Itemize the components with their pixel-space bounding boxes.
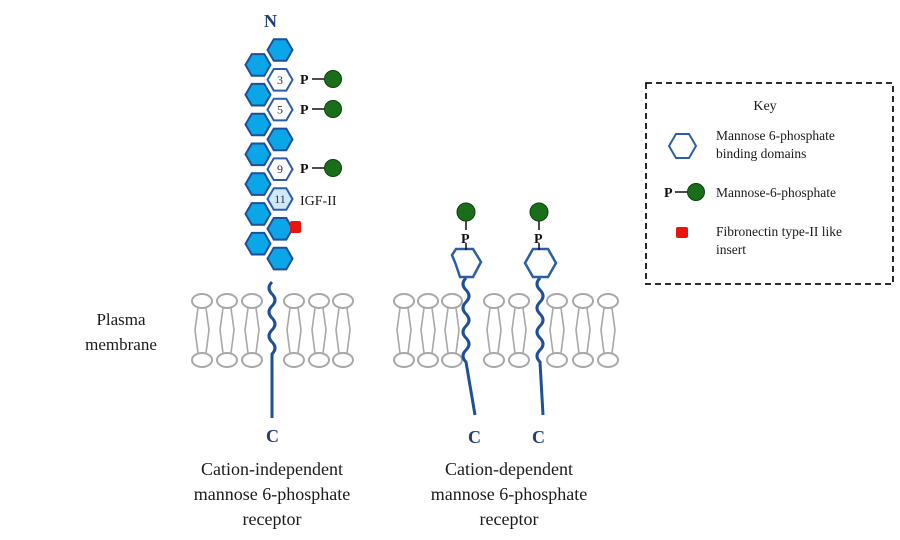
domain-hexagon	[244, 231, 272, 256]
ci-phosphate-3: P	[300, 70, 342, 88]
mannose-6-phosphate-circle	[324, 100, 342, 118]
binding-domain-hexagon	[266, 157, 294, 181]
ci-caption-line1: Cation-independent	[201, 459, 343, 479]
cd-c-terminus-label-left: C	[468, 427, 481, 447]
lipid-molecule	[332, 293, 354, 368]
key-legend: Key Mannose 6-phosphate binding domains …	[645, 82, 894, 285]
domain-hexagon	[266, 127, 294, 152]
domain-number: 9	[277, 162, 283, 176]
binding-domain-hexagon	[266, 97, 294, 122]
domain-hexagon	[244, 172, 272, 196]
domain-number: 5	[277, 103, 283, 117]
lipid-molecule	[508, 293, 530, 368]
ci-caption-line2: mannose 6-phosphate	[194, 484, 350, 504]
lipid-molecule	[393, 293, 415, 368]
cd-receptor-left: P C	[450, 202, 483, 447]
key-item-binding-line2: binding domains	[716, 146, 806, 161]
plasma-membrane-bilayer-cd	[393, 293, 619, 368]
mannose-6-phosphate-circle	[529, 202, 549, 222]
igf-binding-domain-hexagon	[266, 187, 294, 211]
domain-number: 3	[277, 73, 283, 87]
lipid-molecule	[191, 293, 213, 368]
domain-number: 11	[274, 192, 286, 206]
lipid-molecule	[308, 293, 330, 368]
lipid-molecule	[546, 293, 568, 368]
cd-caption-line1: Cation-dependent	[445, 459, 573, 479]
cd-caption-line2: mannose 6-phosphate	[431, 484, 587, 504]
key-phosphate-label: P	[664, 186, 673, 201]
domain-hexagon	[244, 82, 272, 107]
binding-domain-hexagon	[266, 68, 294, 92]
lipid-molecule	[572, 293, 594, 368]
ci-receptor: 3 5 9 11 P P P IGF-II N C	[244, 11, 342, 446]
key-item-m6p: Mannose-6-phosphate	[716, 185, 836, 200]
ci-transmembrane-chain	[267, 280, 277, 418]
plasma-membrane-bilayer-ci	[191, 293, 354, 368]
lipid-molecule	[417, 293, 439, 368]
ci-phosphate-5: P	[300, 100, 342, 118]
domain-hexagon	[244, 53, 272, 77]
key-item-binding-line1: Mannose 6-phosphate	[716, 128, 835, 143]
phosphate-circle-icon: P	[664, 183, 705, 201]
domain-hexagon	[244, 112, 272, 137]
lipid-molecule	[483, 293, 505, 368]
ci-domain-stack: 3 5 9 11	[244, 38, 294, 271]
binding-domain-hexagon	[450, 247, 483, 279]
domain-hexagon	[266, 38, 294, 62]
binding-domain-hexagon	[523, 247, 558, 279]
phosphate-label: P	[300, 73, 309, 88]
lipid-molecule	[441, 293, 463, 368]
ci-phosphate-9: P	[300, 159, 342, 177]
cd-c-terminus-label-right: C	[532, 427, 545, 447]
domain-hexagon	[266, 246, 294, 271]
hexagon-outline-icon	[667, 133, 698, 159]
red-square-icon	[676, 227, 688, 238]
cd-caption-line3: receptor	[480, 509, 539, 529]
domain-hexagon	[244, 142, 272, 167]
ci-caption-line3: receptor	[243, 509, 302, 529]
domain-hexagon	[244, 202, 272, 226]
cd-receptor-right: P C	[523, 202, 558, 447]
ci-c-terminus-label: C	[266, 426, 279, 446]
plasma-membrane-label-line1: Plasma	[96, 310, 146, 329]
phosphate-label: P	[534, 232, 543, 247]
mannose-6-phosphate-circle	[456, 202, 476, 222]
lipid-molecule	[216, 293, 238, 368]
lipid-molecule	[241, 293, 263, 368]
plasma-membrane-label-line2: membrane	[85, 335, 157, 354]
phosphate-label: P	[461, 232, 470, 247]
cd-chain-right	[535, 276, 545, 416]
lipid-molecule	[283, 293, 305, 368]
fibronectin-insert	[290, 221, 301, 233]
key-title: Key	[753, 99, 776, 114]
mannose-6-phosphate-circle	[324, 159, 342, 177]
key-item-fibronectin-line2: insert	[716, 242, 746, 257]
n-terminus-label: N	[264, 11, 277, 31]
igf-ii-label: IGF-II	[300, 194, 337, 209]
key-item-fibronectin-line1: Fibronectin type-II like	[716, 224, 842, 239]
mannose-6-phosphate-circle	[324, 70, 342, 88]
lipid-molecule	[597, 293, 619, 368]
domain-hexagon	[266, 217, 294, 241]
phosphate-label: P	[300, 103, 309, 118]
cd-chain-left	[461, 276, 477, 416]
phosphate-label: P	[300, 162, 309, 177]
